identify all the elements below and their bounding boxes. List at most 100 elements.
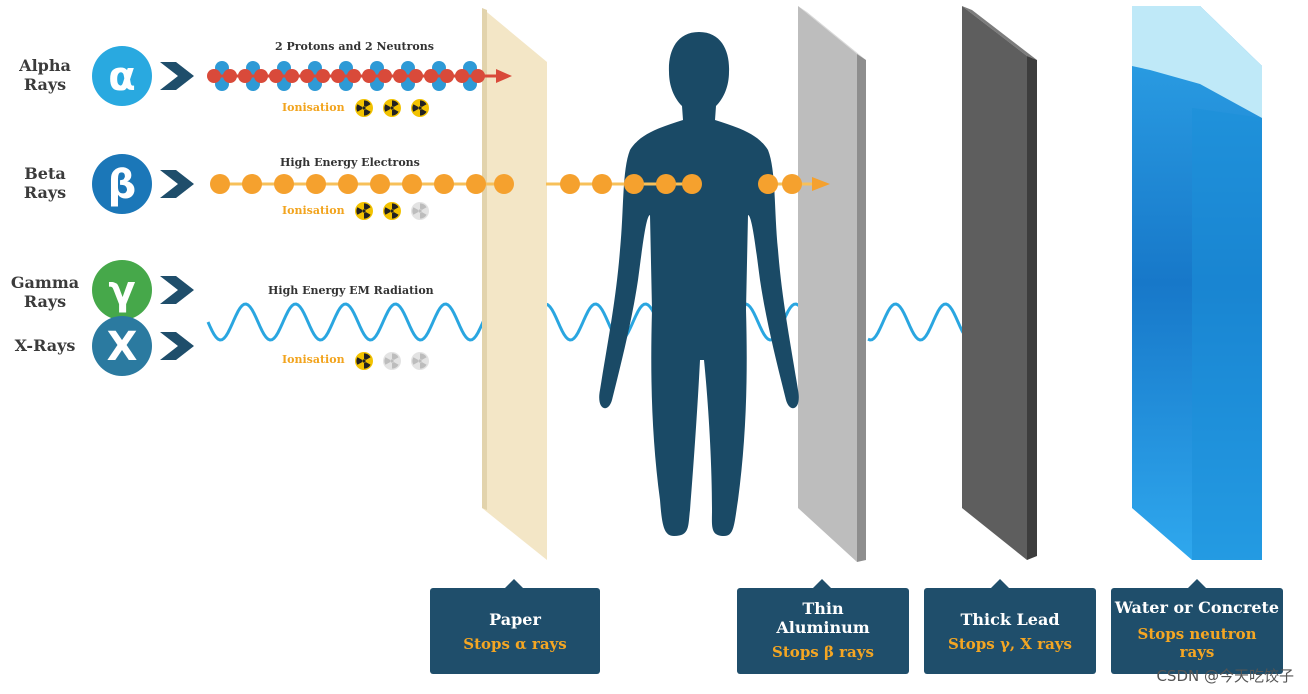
gamma-circle-icon <box>92 260 152 320</box>
hazard-center <box>362 359 366 363</box>
hazard-blade <box>392 212 399 219</box>
hazard-center <box>362 106 366 110</box>
alpha-label-line-2: Rays <box>23 75 67 94</box>
hazard-center <box>418 359 422 363</box>
beta-electron <box>494 174 514 194</box>
gamma-ionisation-icon <box>355 352 373 370</box>
hazard-blade <box>412 104 419 112</box>
paper-barrier-box: Paper Stops α rays <box>430 588 600 674</box>
hazard-blade <box>392 100 399 107</box>
beta-electron <box>370 174 390 194</box>
beta-symbol: β <box>108 162 137 208</box>
hazard-blade <box>392 109 399 116</box>
beta-electron <box>402 174 422 194</box>
gamma-chevron-arrow-icon <box>160 276 194 304</box>
xray-circle-icon <box>92 316 152 376</box>
beta-electron <box>466 174 486 194</box>
beta-label-line-2: Rays <box>23 183 67 202</box>
hazard-blade <box>412 207 419 215</box>
alpha-chevron-arrow-icon <box>160 62 194 90</box>
hazard-blade <box>384 207 391 215</box>
beta-electron <box>306 174 326 194</box>
aluminum-barrier <box>798 6 857 562</box>
beta-arrowhead <box>812 177 830 191</box>
hazard-blade <box>364 109 371 116</box>
alpha-particle-description: 2 Protons and 2 Neutrons <box>275 40 434 53</box>
hazard-blade <box>420 362 427 369</box>
beta-particle-description: High Energy Electrons <box>280 156 420 169</box>
hazard-center <box>362 209 366 213</box>
alpha-label-line-1: Alpha <box>19 56 71 75</box>
ray-particles <box>207 61 830 370</box>
gamma-symbol: γ <box>108 268 135 314</box>
gamma-ionisation-icon <box>383 352 401 370</box>
hazard-blade <box>392 203 399 210</box>
alpha-ionisation-label: Ionisation <box>282 101 345 114</box>
human-figure-body <box>599 32 799 536</box>
water-barrier-box: Water or Concrete Stops neutron rays <box>1111 588 1283 674</box>
xray-label-line-1: X-Rays <box>14 336 76 355</box>
paper-barrier <box>482 8 547 560</box>
water-title: Water or Concrete <box>1114 598 1280 617</box>
beta-circle-icon <box>92 154 152 214</box>
lead-barrier-box: Thick Lead Stops γ, X rays <box>924 588 1096 674</box>
gamma-label-line-2: Rays <box>23 292 67 311</box>
lead-box-pointer <box>991 579 1009 588</box>
beta-electron <box>434 174 454 194</box>
gamma-rays-label: Gamma Rays <box>4 273 86 311</box>
aluminum-barrier-side <box>857 54 866 562</box>
beta-electron <box>782 174 802 194</box>
gamma-wave-segment <box>206 302 512 342</box>
water-barrier-surface <box>1132 6 1262 118</box>
lead-stops-text: Stops γ, X rays <box>948 635 1072 653</box>
paper-title: Paper <box>489 610 541 629</box>
aluminum-barrier-top <box>798 6 866 60</box>
beta-label-line-1: Beta <box>24 164 66 183</box>
beta-electron <box>592 174 612 194</box>
alpha-ionisation-icon <box>411 99 429 117</box>
lead-barrier-side <box>1027 56 1037 560</box>
hazard-center <box>418 106 422 110</box>
beta-electron <box>624 174 644 194</box>
alpha-ionisation-icon <box>355 99 373 117</box>
hazard-blade <box>364 100 371 107</box>
beta-electron <box>338 174 358 194</box>
paper-box-pointer <box>505 579 523 588</box>
hazard-blade <box>420 100 427 107</box>
hazard-blade <box>412 357 419 365</box>
hazard-blade <box>392 353 399 360</box>
aluminum-title-line-2: Aluminum <box>776 618 870 637</box>
water-stops-line-1: Stops neutron <box>1137 625 1257 643</box>
hazard-blade <box>420 109 427 116</box>
alpha-arrowhead <box>496 69 512 83</box>
hazard-center <box>390 106 394 110</box>
water-stops-line-2: rays <box>1179 643 1215 661</box>
hazard-blade <box>356 104 363 112</box>
aluminum-stops-text: Stops β rays <box>772 643 874 661</box>
beta-ionisation-icon <box>411 202 429 220</box>
aluminum-barrier-box: Thin Aluminum Stops β rays <box>737 588 909 674</box>
water-box-pointer <box>1188 579 1206 588</box>
gamma-ionisation-label: Ionisation <box>282 353 345 366</box>
hazard-blade <box>420 212 427 219</box>
x-rays-label: X-Rays <box>4 336 86 355</box>
alpha-rays-label: Alpha Rays <box>10 56 80 94</box>
beta-rays-label: Beta Rays <box>10 164 80 202</box>
hazard-blade <box>420 353 427 360</box>
aluminum-box-pointer <box>813 579 831 588</box>
xray-symbol: X <box>107 324 138 370</box>
gamma-ionisation-icon <box>411 352 429 370</box>
beta-electron <box>656 174 676 194</box>
paper-barrier-edge <box>482 8 487 510</box>
hazard-center <box>418 209 422 213</box>
beta-ionisation-label: Ionisation <box>282 204 345 217</box>
beta-electron <box>560 174 580 194</box>
beta-electron <box>210 174 230 194</box>
gamma-label-line-1: Gamma <box>10 273 80 292</box>
lead-title: Thick Lead <box>960 610 1060 629</box>
hazard-center <box>390 359 394 363</box>
hazard-blade <box>364 203 371 210</box>
beta-electron <box>274 174 294 194</box>
